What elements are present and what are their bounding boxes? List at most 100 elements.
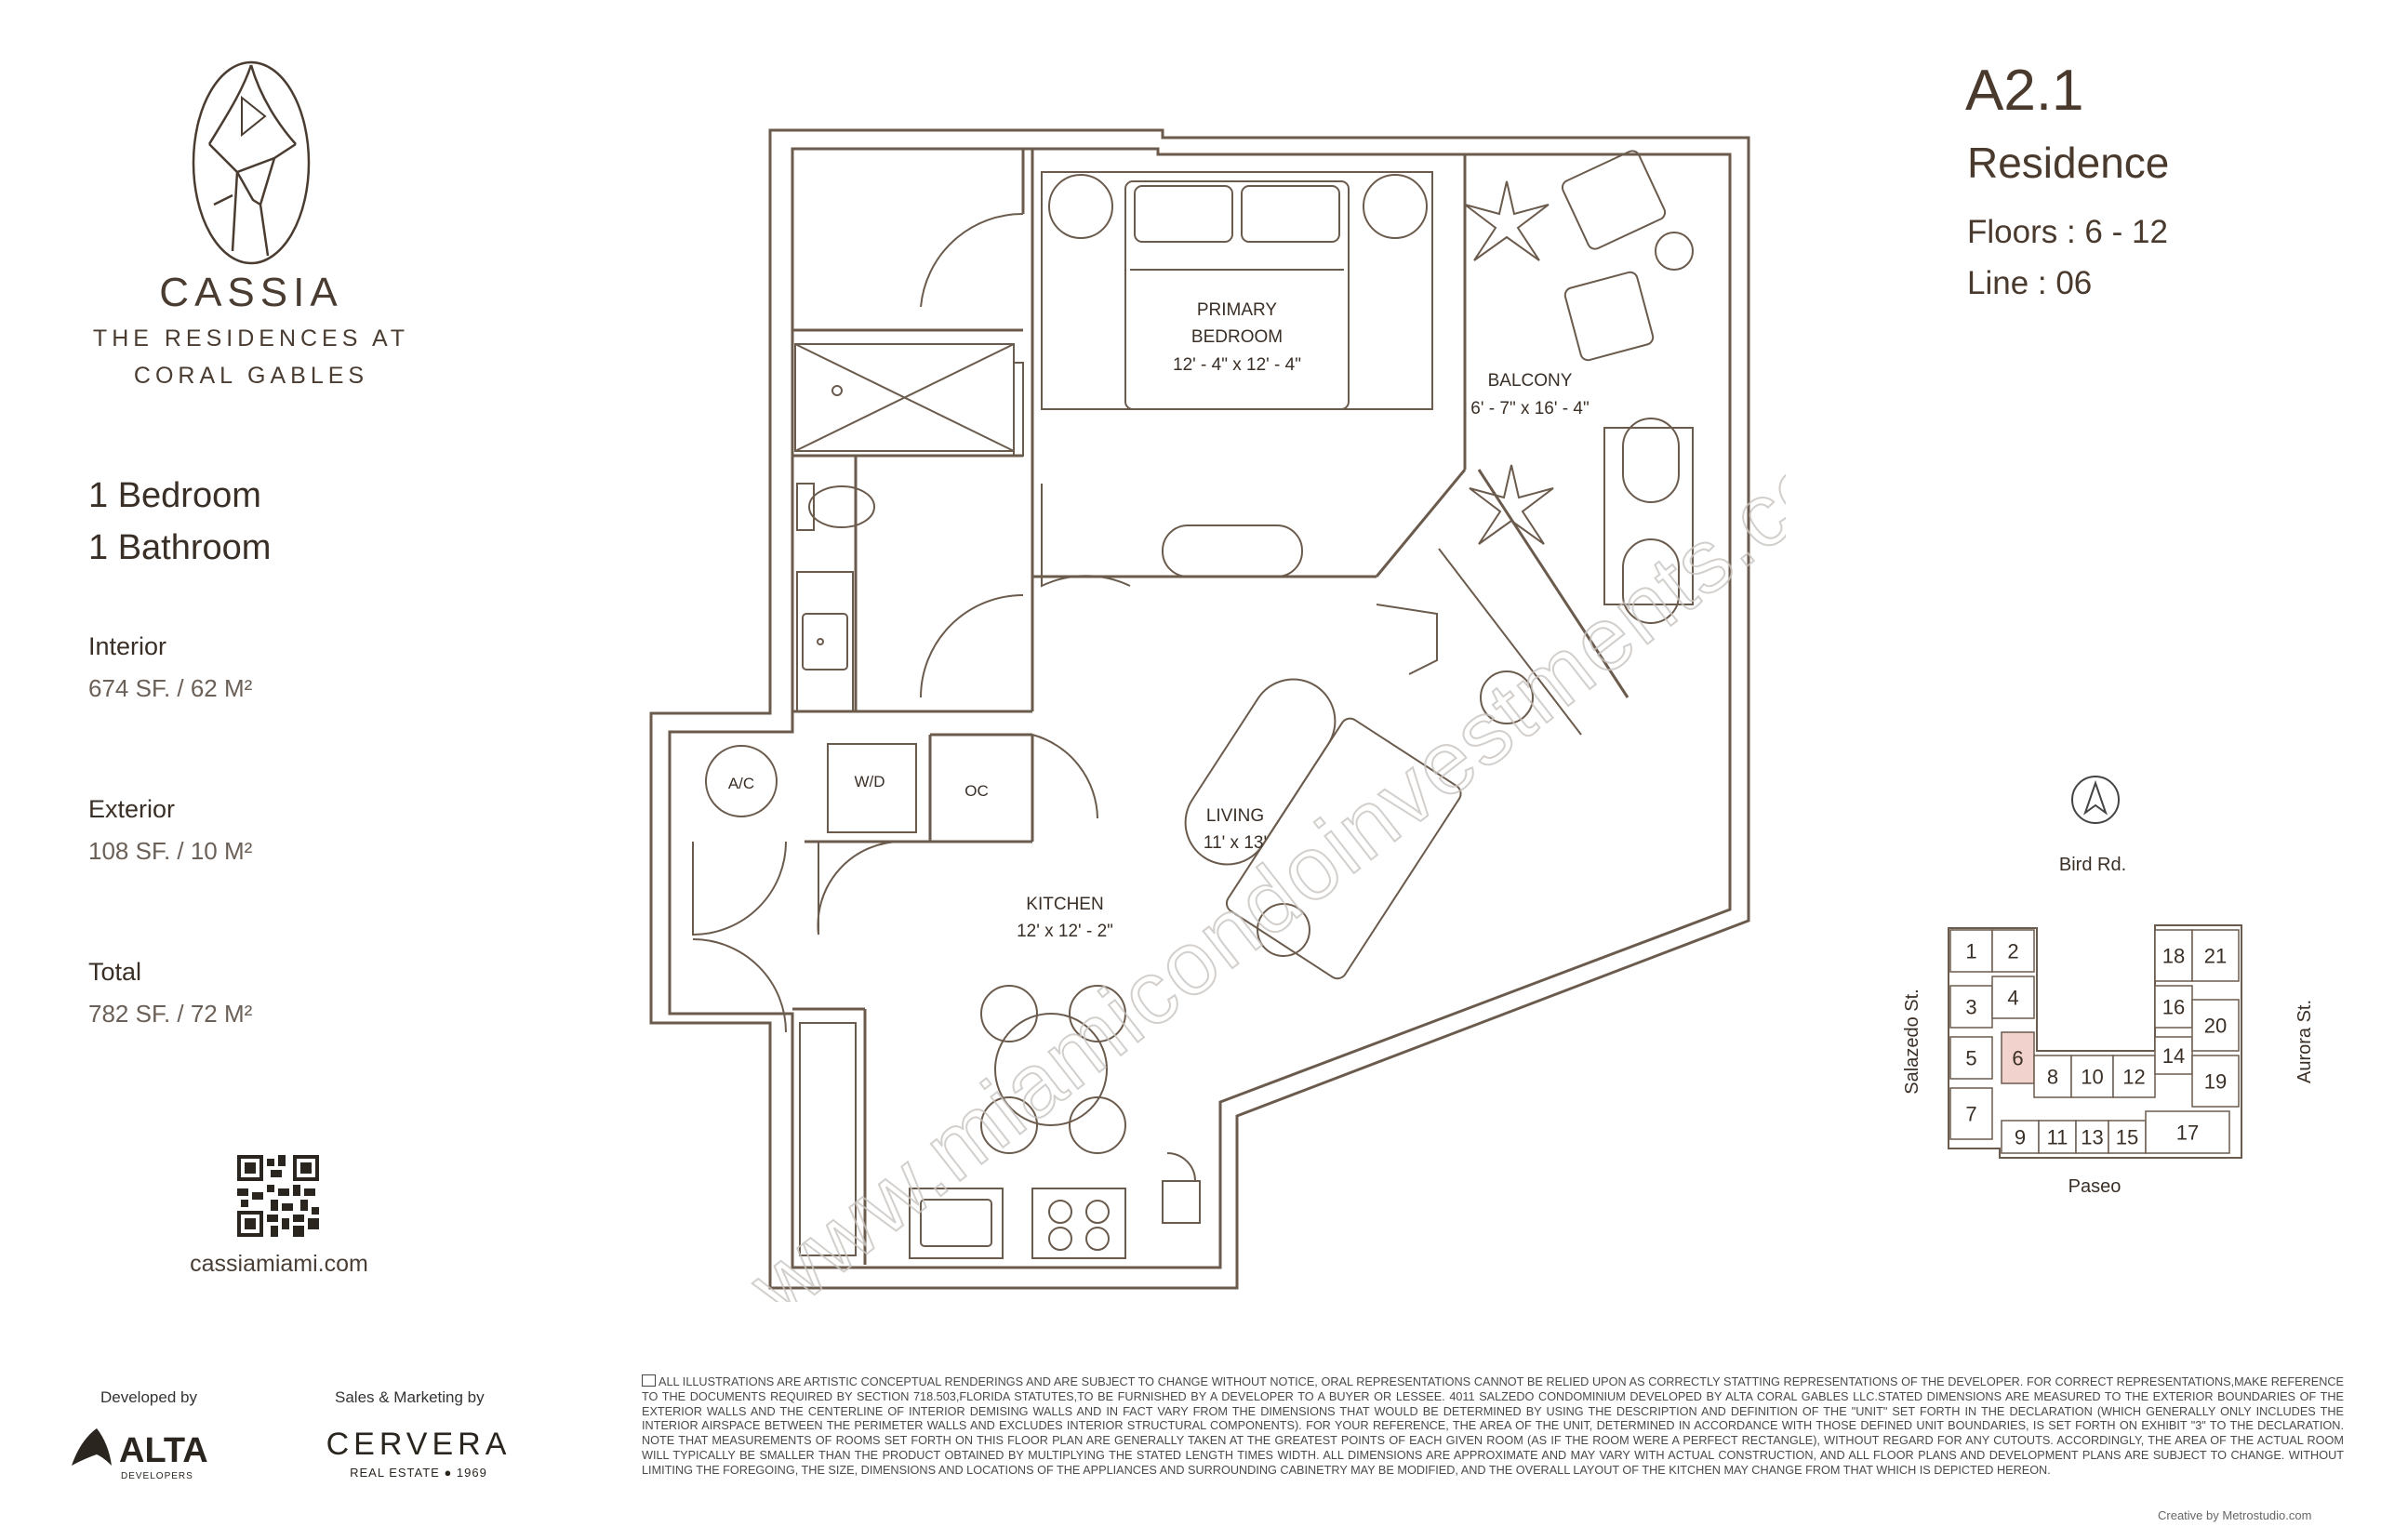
key-plan-unit-19 <box>2191 1055 2240 1108</box>
label-primary-bedroom-2: BEDROOM <box>1191 327 1283 347</box>
key-plan-unit-label: 10 <box>2081 1066 2103 1089</box>
key-plan-unit-label: 8 <box>2047 1066 2058 1089</box>
brand-subtitle-1: THE RESIDENCES AT <box>92 325 410 352</box>
stat-label: Interior <box>88 632 167 660</box>
key-plan-unit-label: 5 <box>1965 1047 1976 1070</box>
brand-name: CASSIA <box>159 270 343 315</box>
stat-value: 674 SF. / 62 M² <box>88 674 253 702</box>
floor-plan: PRIMARY BEDROOM 12' - 4" x 12' - 4" BALC… <box>649 128 1786 1302</box>
key-plan-unit-label: 13 <box>2081 1126 2103 1149</box>
creative-credit: Creative by Metrostudio.com <box>2158 1508 2312 1522</box>
unit-line: Line : 06 <box>1967 265 2093 301</box>
label-balcony: BALCONY <box>1488 371 1573 391</box>
key-plan-unit-label: 12 <box>2122 1066 2145 1089</box>
key-plan-unit-9 <box>2001 1120 2040 1154</box>
wall <box>1477 469 1629 698</box>
disclaimer-text: ALL ILLUSTRATIONS ARE ARTISTIC CONCEPTUA… <box>642 1375 2344 1477</box>
balcony-furniture <box>1464 150 1694 624</box>
key-plan-unit-label: 21 <box>2204 945 2227 968</box>
brand-subtitle-2: CORAL GABLES <box>133 363 369 389</box>
label-primary-bedroom-1: PRIMARY <box>1197 300 1278 320</box>
cassia-logo-icon <box>192 60 311 265</box>
key-plan-unit-label: 19 <box>2204 1070 2227 1094</box>
key-plan-unit-2 <box>1991 929 2035 973</box>
label-kitchen-dim: 12' x 12' - 2" <box>1017 922 1113 941</box>
stat-value: 108 SF. / 10 M² <box>88 837 253 865</box>
key-plan-unit-label: 7 <box>1965 1103 1976 1126</box>
key-plan-unit-12 <box>2112 1055 2156 1098</box>
key-plan-unit-label: 14 <box>2162 1044 2185 1068</box>
street-south: Paseo <box>2068 1176 2122 1197</box>
brand-block: CASSIA THE RESIDENCES AT CORAL GABLES <box>84 270 419 391</box>
street-east: Aurora St. <box>2295 1000 2315 1083</box>
street-north: Bird Rd. <box>2059 855 2126 875</box>
sales-sub: REAL ESTATE ● 1969 <box>350 1466 487 1480</box>
bathroom-count: 1 Bathroom <box>88 528 272 567</box>
label-wd: W/D <box>854 773 885 790</box>
door-swing <box>920 212 1024 308</box>
developer-name: ALTA <box>119 1431 208 1470</box>
qr-code-icon[interactable] <box>237 1155 319 1237</box>
cervera-logo: CERVERA REAL ESTATE ● 1969 <box>326 1427 512 1480</box>
label-ac: A/C <box>728 775 754 792</box>
label-oc: OC <box>964 782 989 800</box>
stat-label: Exterior <box>88 795 176 823</box>
key-plan-unit-6 <box>2001 1031 2035 1084</box>
key-plan-unit-13 <box>2075 1120 2109 1154</box>
key-plan-unit-label: 2 <box>2007 940 2018 963</box>
legal-disclaimer: ALL ILLUSTRATIONS ARE ARTISTIC CONCEPTUA… <box>642 1374 2344 1479</box>
key-plan-unit-label: 1 <box>1965 940 1976 963</box>
key-plan-unit-1 <box>1949 929 1993 973</box>
north-arrow-icon <box>2071 776 2120 824</box>
bed-bath-summary: 1 Bedroom 1 Bathroom <box>88 470 271 574</box>
stat-value: 782 SF. / 72 M² <box>88 1000 253 1028</box>
label-primary-bedroom-dim: 12' - 4" x 12' - 4" <box>1173 355 1301 375</box>
unit-type: Residence <box>1967 139 2170 187</box>
sales-name: CERVERA <box>326 1427 512 1462</box>
home-icon <box>642 1374 656 1387</box>
stat-total: Total 782 SF. / 72 M² <box>88 958 252 1029</box>
key-plan-unit-label: 18 <box>2162 945 2185 968</box>
key-plan-unit-15 <box>2108 1120 2147 1154</box>
key-plan-unit-18 <box>2154 929 2193 982</box>
stat-interior: Interior 674 SF. / 62 M² <box>88 632 252 703</box>
key-plan-unit-label: 9 <box>2015 1126 2026 1149</box>
key-plan-unit-14 <box>2154 1036 2193 1075</box>
sales-by-label: Sales & Marketing by <box>335 1388 485 1406</box>
washer-dryer <box>827 743 917 833</box>
key-plan-unit-4 <box>1991 976 2035 1019</box>
key-plan-unit-label: 3 <box>1965 996 1976 1019</box>
label-kitchen: KITCHEN <box>1026 895 1103 914</box>
label-balcony-dim: 6' - 7" x 16' - 4" <box>1470 399 1589 418</box>
key-plan-unit-label: 4 <box>2007 987 2018 1010</box>
living-furniture <box>1184 548 1582 980</box>
toilet <box>796 483 875 531</box>
unit-floors: Floors : 6 - 12 <box>1967 214 2168 250</box>
label-living: LIVING <box>1206 806 1264 826</box>
key-plan-unit-label: 6 <box>2012 1047 2023 1070</box>
wall <box>1375 469 1467 578</box>
bath-sink <box>796 571 854 712</box>
developer-sub: DEVELOPERS <box>121 1471 193 1481</box>
label-living-dim: 11' x 13' <box>1204 833 1267 853</box>
unit-id: A2.1 <box>1965 59 2084 123</box>
key-plan-unit-label: 20 <box>2204 1015 2227 1038</box>
key-plan-unit-label: 17 <box>2176 1122 2199 1145</box>
key-plan-unit-20 <box>2191 999 2240 1052</box>
stat-exterior: Exterior 108 SF. / 10 M² <box>88 795 252 866</box>
key-plan-unit-17 <box>2145 1110 2230 1154</box>
key-plan-unit-21 <box>2191 929 2240 982</box>
key-plan-unit-label: 11 <box>2047 1126 2068 1149</box>
key-plan-unit-label: 16 <box>2162 996 2185 1019</box>
key-plan-unit-5 <box>1949 1036 1993 1080</box>
website-link[interactable]: cassiamiami.com <box>190 1251 368 1277</box>
outer-wall <box>649 128 1750 1290</box>
key-plan-unit-16 <box>2154 985 2193 1029</box>
bedroom-count: 1 Bedroom <box>88 476 261 515</box>
bed <box>1041 171 1433 578</box>
key-plan-unit-7 <box>1949 1087 1993 1140</box>
ac-unit <box>705 745 778 817</box>
stat-label: Total <box>88 958 142 986</box>
street-west: Salazedo St. <box>1902 989 1922 1094</box>
developed-by-label: Developed by <box>100 1388 197 1406</box>
